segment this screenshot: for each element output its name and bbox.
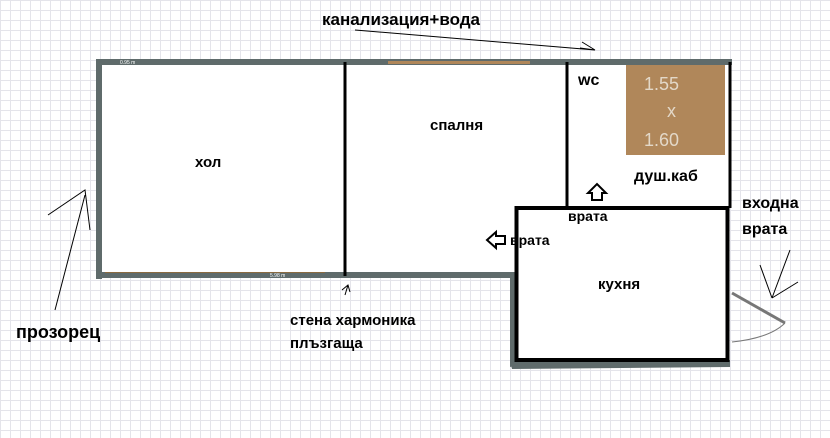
arrow-up-icon [585,182,609,201]
outer-wall-left [96,59,102,279]
outer-wall-bottom [96,272,516,278]
arrow-left-icon [485,229,506,251]
dim-top: 0.95 m [120,60,135,66]
window-pointer [47,189,91,311]
entrance-label-2: врата [742,221,788,238]
dim-bottom: 5.98 m [270,273,285,279]
sliding-wall-label-2: плъзгаща [290,335,363,352]
entrance-label-1: входна [742,195,799,212]
entrance-pointer [759,249,799,299]
entrance-door [731,291,786,325]
shower-width: 1.55 [644,74,680,94]
room-wc: wc [578,72,600,89]
window-top [388,61,530,64]
room-kitchen: кухня [598,276,641,293]
room-living: хол [195,154,222,171]
room-bedroom: спалня [430,117,484,134]
sliding-wall-pointer [341,284,351,296]
kitchen-outline-bottom [510,360,730,369]
room-shower: душ.каб [634,168,698,185]
plumbing-label: канализация+вода [322,10,480,29]
sliding-wall-label-1: стена хармоника [290,312,416,329]
shower-cabin [626,65,725,155]
kitchen-box [514,206,730,362]
shower-height: 1.60 [644,130,680,150]
window-label: прозорец [16,322,101,342]
shower-x: x [667,101,676,121]
plumbing-pointer [354,29,596,51]
door-kitchen-label: врата [510,232,550,248]
door-swing [731,322,786,343]
door-bathroom-label: врата [568,208,608,224]
